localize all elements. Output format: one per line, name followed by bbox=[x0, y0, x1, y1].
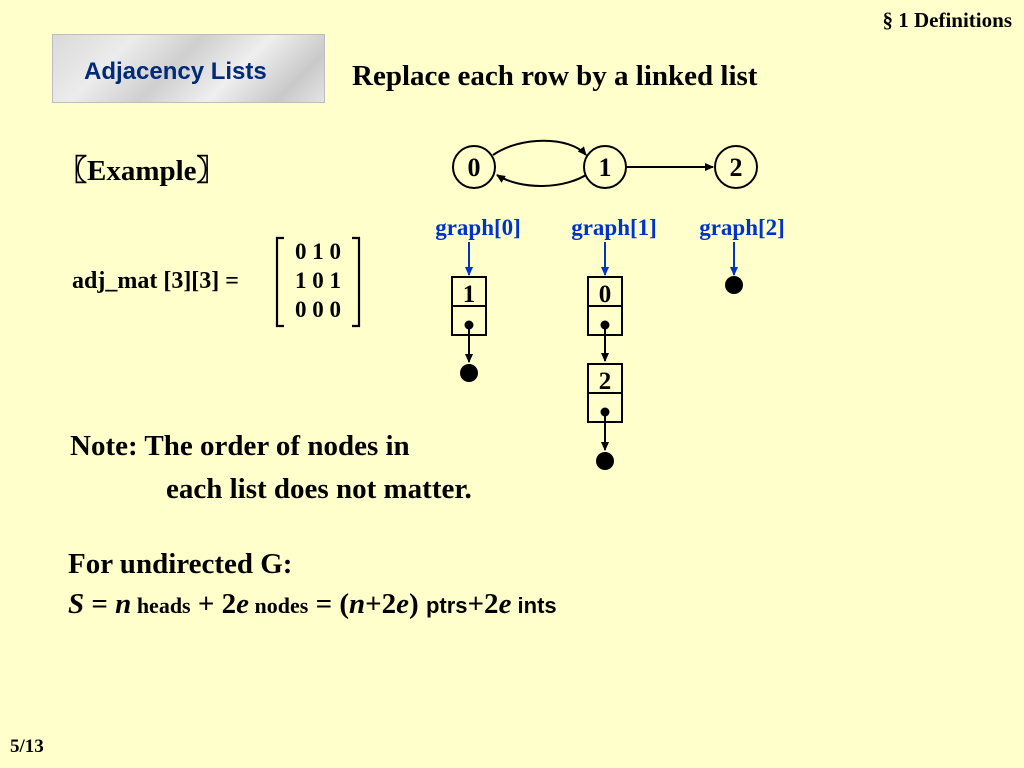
list-node-value: 1 bbox=[463, 281, 476, 308]
node-label: 2 bbox=[730, 153, 743, 182]
note-line-1: Note: The order of nodes in bbox=[70, 430, 410, 462]
edge-1-to-0 bbox=[496, 172, 590, 187]
edge-0-to-1 bbox=[492, 139, 587, 156]
adjacency-matrix: 0 1 0 1 0 1 0 0 0 bbox=[275, 236, 361, 328]
space-formula: S = n heads + 2e nodes = (n+2e) ptrs+2e … bbox=[68, 588, 557, 620]
node-label: 1 bbox=[599, 153, 612, 182]
list-node: 0 bbox=[587, 276, 623, 336]
formula-s: S bbox=[68, 588, 85, 620]
graph-node-2: 2 bbox=[714, 145, 758, 189]
head-label-1: graph[1] bbox=[571, 215, 657, 240]
note-line-2: each list does not matter. bbox=[166, 473, 472, 505]
null-pointer-dot bbox=[725, 276, 743, 294]
title-plate bbox=[52, 34, 325, 103]
null-pointer-dot bbox=[460, 364, 478, 382]
node-label: 0 bbox=[468, 153, 481, 182]
slide-title: Adjacency Lists bbox=[84, 58, 267, 85]
undirected-heading: For undirected G: bbox=[68, 548, 293, 580]
head-label-0: graph[0] bbox=[435, 215, 521, 240]
head-label-2: graph[2] bbox=[699, 215, 785, 240]
example-label: 〖Example〗 bbox=[58, 155, 226, 187]
slide-subtitle: Replace each row by a linked list bbox=[352, 60, 758, 92]
matrix-row: 0 0 0 bbox=[295, 297, 341, 322]
matrix-label: adj_mat [3][3] = bbox=[72, 268, 239, 294]
graph-node-1: 1 bbox=[583, 145, 627, 189]
matrix-right-bracket bbox=[352, 236, 361, 328]
graph-diagram: 0 1 2 graph[0] graph[1] graph[2] 1 0 2 bbox=[435, 139, 785, 470]
graph-node-0: 0 bbox=[452, 145, 496, 189]
list-node-value: 0 bbox=[599, 281, 612, 308]
page-number: 5/13 bbox=[10, 736, 44, 757]
matrix-row: 1 0 1 bbox=[295, 268, 341, 293]
section-label: § 1 Definitions bbox=[882, 8, 1012, 32]
matrix-left-bracket bbox=[275, 236, 284, 328]
list-node-value: 2 bbox=[599, 368, 612, 395]
null-pointer-dot bbox=[596, 452, 614, 470]
matrix-row: 0 1 0 bbox=[295, 239, 341, 264]
